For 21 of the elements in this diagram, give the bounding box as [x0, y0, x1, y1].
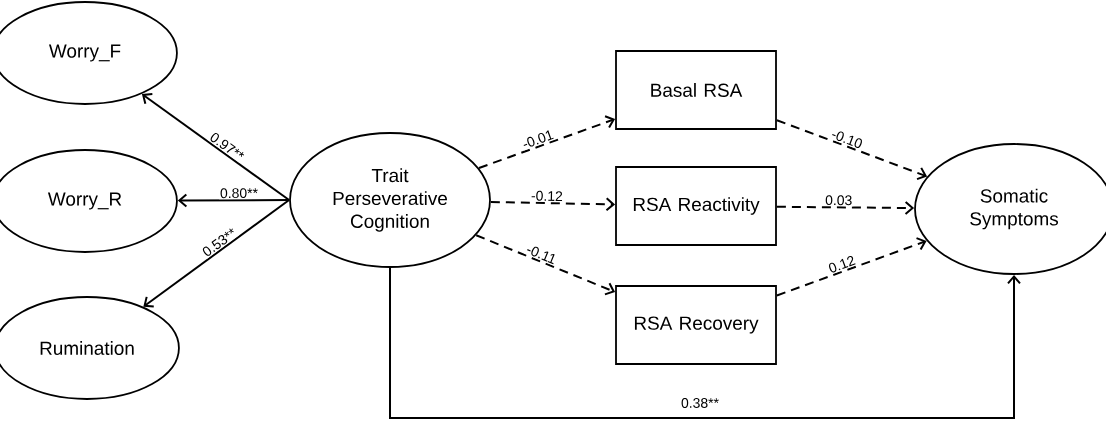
- edge-label: -0.10: [832, 131, 862, 148]
- arrow: [475, 234, 616, 296]
- edge-label: -0.01: [523, 130, 554, 147]
- arrow: [775, 237, 927, 297]
- arrow: [177, 193, 291, 208]
- edge-label: -0.11: [527, 246, 555, 265]
- arrow: [141, 93, 291, 201]
- edge-label: 0.12: [828, 256, 856, 273]
- measure-box: RSA Recovery: [615, 285, 777, 365]
- edge-label: 0.03: [825, 195, 852, 206]
- measure-box: Basal RSA: [615, 50, 777, 130]
- arrow: [775, 119, 928, 181]
- arrow: [478, 115, 616, 169]
- edge-label: 0.80**: [220, 188, 258, 199]
- edge-label: -0.12: [531, 190, 563, 202]
- edge-label: 0.38**: [681, 398, 719, 408]
- arrow: [389, 266, 1021, 419]
- arrow: [143, 199, 291, 308]
- arrow: [489, 197, 616, 212]
- measure-box: RSA Reactivity: [615, 166, 777, 246]
- arrow: [775, 201, 915, 215]
